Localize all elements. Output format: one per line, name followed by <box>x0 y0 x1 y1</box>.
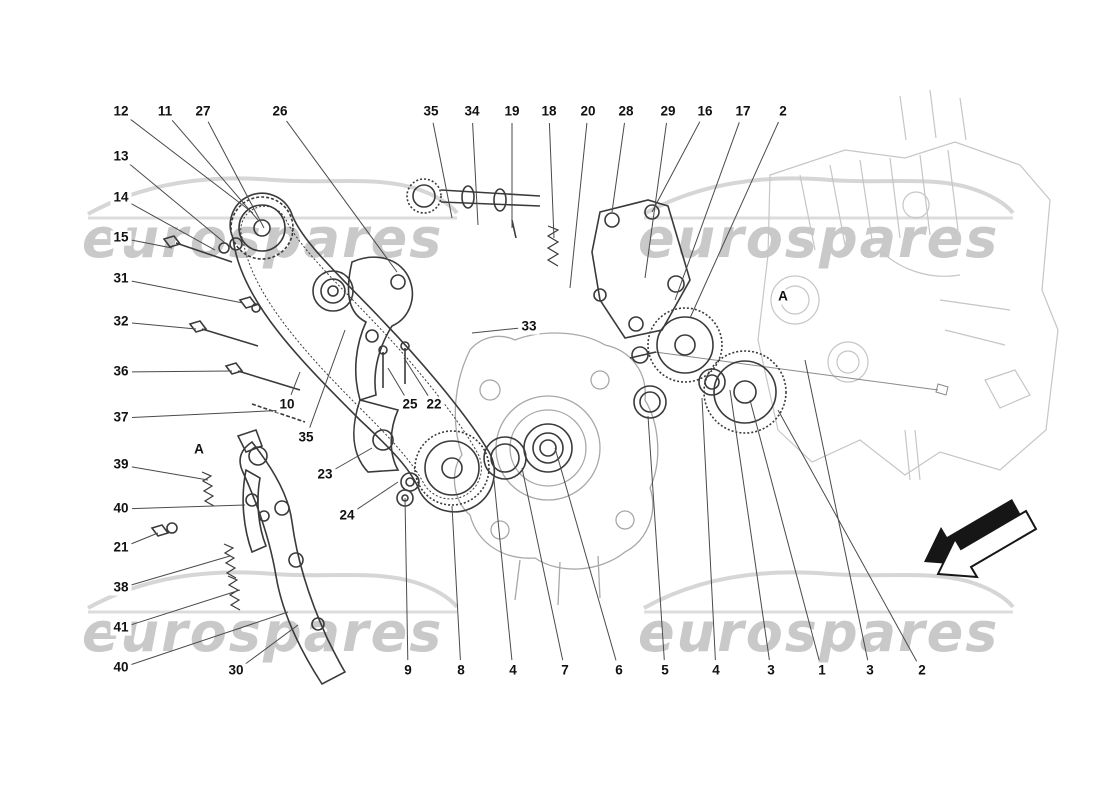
leader-line-17-12 <box>674 122 740 301</box>
front-cover-housing <box>453 332 659 606</box>
direction-arrow-icon <box>924 499 1038 579</box>
leader-line-12-0 <box>129 118 254 214</box>
leader-line-22-32 <box>403 357 429 396</box>
leader-line-5-42 <box>647 415 665 661</box>
leader-line-9-37 <box>404 497 409 661</box>
leader-line-18-7 <box>548 122 555 239</box>
leader-line-27-2 <box>207 121 265 229</box>
leader-line-8-38 <box>451 505 461 661</box>
leader-line-34-5 <box>472 122 479 226</box>
leader-line-30-36 <box>244 624 299 665</box>
leader-lines <box>129 118 918 665</box>
leader-line-39-21 <box>131 466 209 481</box>
leader-line-15-16 <box>131 239 173 249</box>
leader-line-1-45 <box>749 399 820 661</box>
springs <box>201 471 241 611</box>
leader-line-20-8 <box>569 122 588 289</box>
leader-line-6-41 <box>554 447 617 661</box>
leader-line-40-22 <box>131 504 246 510</box>
leader-line-40-26 <box>131 611 289 665</box>
leader-line-23-29 <box>334 447 373 470</box>
leader-line-25-31 <box>387 367 405 396</box>
leader-line-26-3 <box>286 120 398 273</box>
leader-line-32-18 <box>131 322 197 330</box>
leader-line-2-13 <box>689 121 779 319</box>
leader-line-38-24 <box>131 555 231 586</box>
leader-line-21-23 <box>131 532 159 545</box>
gear-support-bracket <box>591 199 691 339</box>
leader-line-33-33 <box>471 327 519 334</box>
section-a-bolt <box>654 351 949 396</box>
leader-line-37-20 <box>131 409 289 418</box>
leader-line-10-27 <box>290 371 301 395</box>
leader-line-3-46 <box>804 359 869 661</box>
leader-line-4-43 <box>701 397 716 661</box>
leader-line-7-40 <box>521 467 564 661</box>
leader-line-35-4 <box>432 122 453 219</box>
leader-line-13-14 <box>129 163 226 244</box>
left-fasteners <box>150 235 306 537</box>
belt-tensioner <box>312 256 414 473</box>
leader-line-24-30 <box>355 481 399 511</box>
leader-line-2-47 <box>777 409 918 662</box>
leader-line-36-19 <box>131 370 233 373</box>
leader-line-41-25 <box>131 589 241 626</box>
camshaft-assembly <box>406 178 560 267</box>
engine-block-sketch <box>757 89 1059 481</box>
timing-gears <box>629 307 787 434</box>
leader-line-3-44 <box>729 389 770 661</box>
leader-line-31-17 <box>131 280 244 304</box>
leader-line-28-9 <box>611 122 625 213</box>
leader-line-4-39 <box>493 479 513 661</box>
leader-line-16-11 <box>651 121 701 213</box>
toothed-drive-pulley <box>396 423 573 507</box>
leader-line-35-28 <box>309 329 346 428</box>
leader-line-14-15 <box>130 202 216 251</box>
guide-lever-arm <box>236 428 347 686</box>
